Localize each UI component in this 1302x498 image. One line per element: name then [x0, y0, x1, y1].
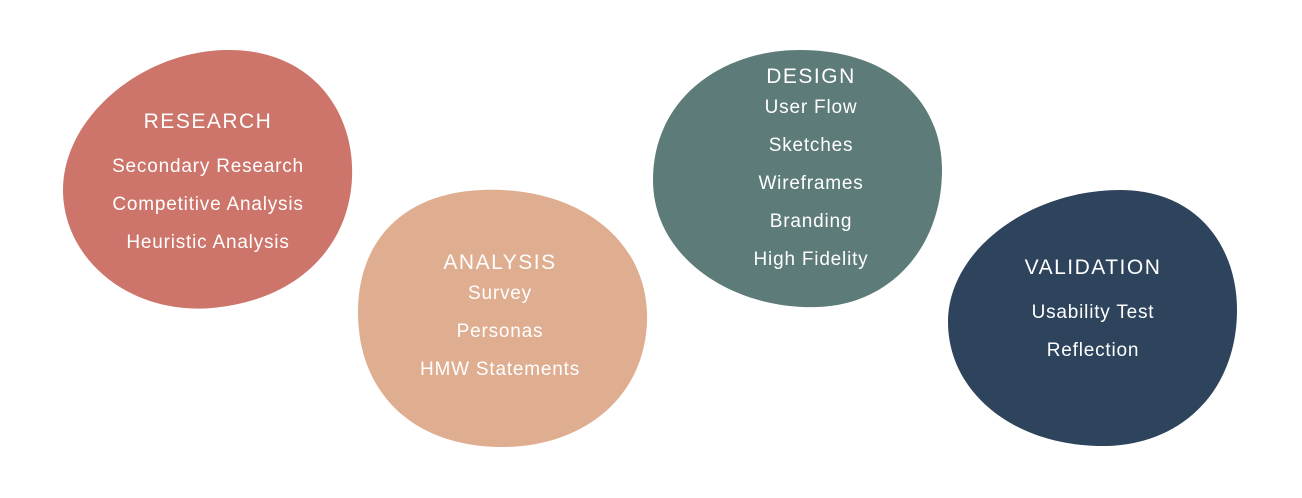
- stage-item: Survey: [468, 283, 532, 304]
- stage-item: Usability Test: [1031, 302, 1155, 323]
- design-stage: DESIGN User Flow Sketches Wireframes Bra…: [661, 65, 961, 279]
- stage-item: Wireframes: [758, 173, 864, 194]
- analysis-stage: ANALYSIS Survey Personas HMW Statements: [350, 251, 650, 389]
- stage-item: High Fidelity: [753, 249, 869, 270]
- stage-item: HMW Statements: [419, 359, 581, 380]
- stage-item: Competitive Analysis: [112, 194, 304, 215]
- stage-item: Secondary Research: [112, 156, 304, 177]
- research-stage: RESEARCH Secondary Research Competitive …: [58, 110, 358, 262]
- stage-title: ANALYSIS: [443, 251, 557, 274]
- stage-item: Sketches: [768, 135, 854, 156]
- stage-item: Personas: [456, 321, 544, 342]
- stage-title: DESIGN: [766, 65, 856, 88]
- stage-item: Reflection: [1046, 340, 1140, 361]
- stage-title: VALIDATION: [1024, 256, 1162, 279]
- design-blob: [653, 50, 943, 308]
- analysis-blob: [358, 189, 648, 448]
- validation-blob: [948, 190, 1238, 447]
- stage-item: Branding: [769, 211, 853, 232]
- stage-item: User Flow: [764, 97, 858, 118]
- research-blob: [63, 49, 353, 309]
- stage-item: Heuristic Analysis: [126, 232, 290, 253]
- validation-stage: VALIDATION Usability Test Reflection: [943, 256, 1243, 370]
- stage-title: RESEARCH: [143, 110, 273, 133]
